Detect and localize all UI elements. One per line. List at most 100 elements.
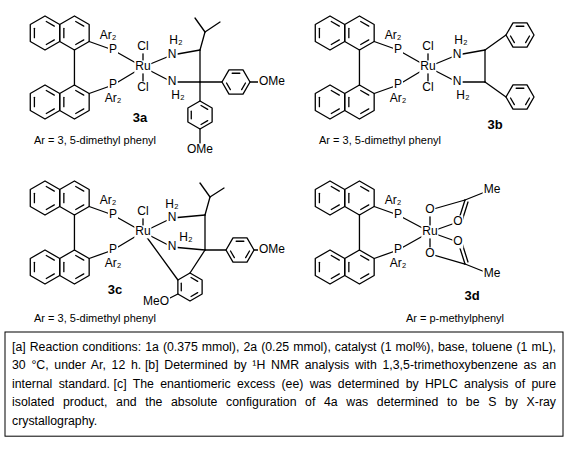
bond [201,121,208,125]
bond [331,21,339,26]
bond [361,21,369,26]
bond [46,109,54,114]
bond [516,26,524,27]
bond [76,90,84,95]
bond [319,28,320,37]
bond [181,283,182,291]
bond [191,111,192,119]
bond [361,109,369,114]
bond [348,28,349,37]
bond [485,35,506,50]
aromatic-ring [315,250,344,284]
aromatic-ring [226,238,254,262]
bond [331,186,339,191]
bond [511,36,515,43]
bond [76,21,84,26]
atom-label: Cl [421,40,434,53]
atom-label: N [452,48,463,61]
bond [204,215,205,250]
aromatic-ring [30,85,59,119]
atom-label: P [108,78,118,91]
bond [76,274,84,279]
aromatic-ring [506,23,534,47]
aromatic-ring [222,70,250,94]
bond [205,22,220,32]
atom-label: Me [483,267,502,280]
atom-label: N [167,48,178,61]
aromatic-ring [315,16,344,50]
atom-label: OMe [258,243,286,256]
bond [200,183,210,197]
bond [63,97,64,106]
bond [348,262,349,271]
atom-label: OMe [186,143,214,156]
bond [76,40,84,45]
atom-label: Ar₂ [99,194,118,207]
bond [359,215,360,250]
atom-label: H₂ [164,198,179,211]
bond [201,106,208,110]
atom-label: Ar₂ [104,92,123,105]
bond [210,188,224,197]
bond-lines [30,16,534,301]
atom-label: H₂ [168,34,183,47]
footnote-text: [a] Reaction conditions: 1a (0.375 mmol)… [12,338,556,430]
atom-label: P [393,78,403,91]
bond [205,197,210,215]
bond [331,205,339,210]
atom-label: Cl [136,81,149,94]
substituent-note: Ar = 3, 5-dimethyl phenyl [33,312,157,324]
atom-label: Ar₂ [389,92,408,105]
bond [200,81,222,82]
atom-label: P [108,243,118,256]
bond [348,193,349,202]
bond [227,83,231,90]
bond [34,193,35,202]
bond [319,262,320,271]
bond [63,262,64,271]
bond [63,28,64,37]
compound-number: 3c [107,283,123,297]
aromatic-ring [345,85,374,119]
atom-label: H₂ [178,231,193,244]
aromatic-ring [60,250,89,284]
bond [242,83,246,90]
aromatic-ring [60,181,89,215]
compound-number: 3b [486,118,503,132]
atom-label: Ar₂ [104,257,123,270]
bond [76,205,84,210]
atom-label: N [167,75,178,88]
atom-label: P [108,208,118,221]
bond [526,36,530,43]
bond [74,215,75,250]
atom-label: OMe [258,75,286,88]
bond [46,274,54,279]
bond [359,50,360,85]
atom-label: N [167,240,178,253]
bond [63,193,64,202]
bond [46,40,54,45]
atom-label: P [108,43,118,56]
bond [195,18,205,32]
atom-label: P [393,208,403,221]
footnote-frame [5,332,563,436]
bond [526,98,530,105]
bond [361,274,369,279]
aromatic-ring [345,250,374,284]
atom-label: Cl [421,81,434,94]
aromatic-ring [315,181,344,215]
bond [76,255,84,260]
aromatic-ring [60,85,89,119]
bond [484,50,485,82]
atom-label: Ru [421,225,438,238]
aromatic-ring [60,16,89,50]
bond [246,251,250,258]
aromatic-ring [345,181,374,215]
aromatic-ring [188,101,212,129]
substituent-note: Ar = 3, 5-dimethyl phenyl [318,134,442,146]
substituent-note: Ar = 3, 5-dimethyl phenyl [33,134,157,146]
bond [76,109,84,114]
atom-label: Ar₂ [389,257,408,270]
bond [205,249,226,250]
compound-number: 3d [463,289,480,303]
